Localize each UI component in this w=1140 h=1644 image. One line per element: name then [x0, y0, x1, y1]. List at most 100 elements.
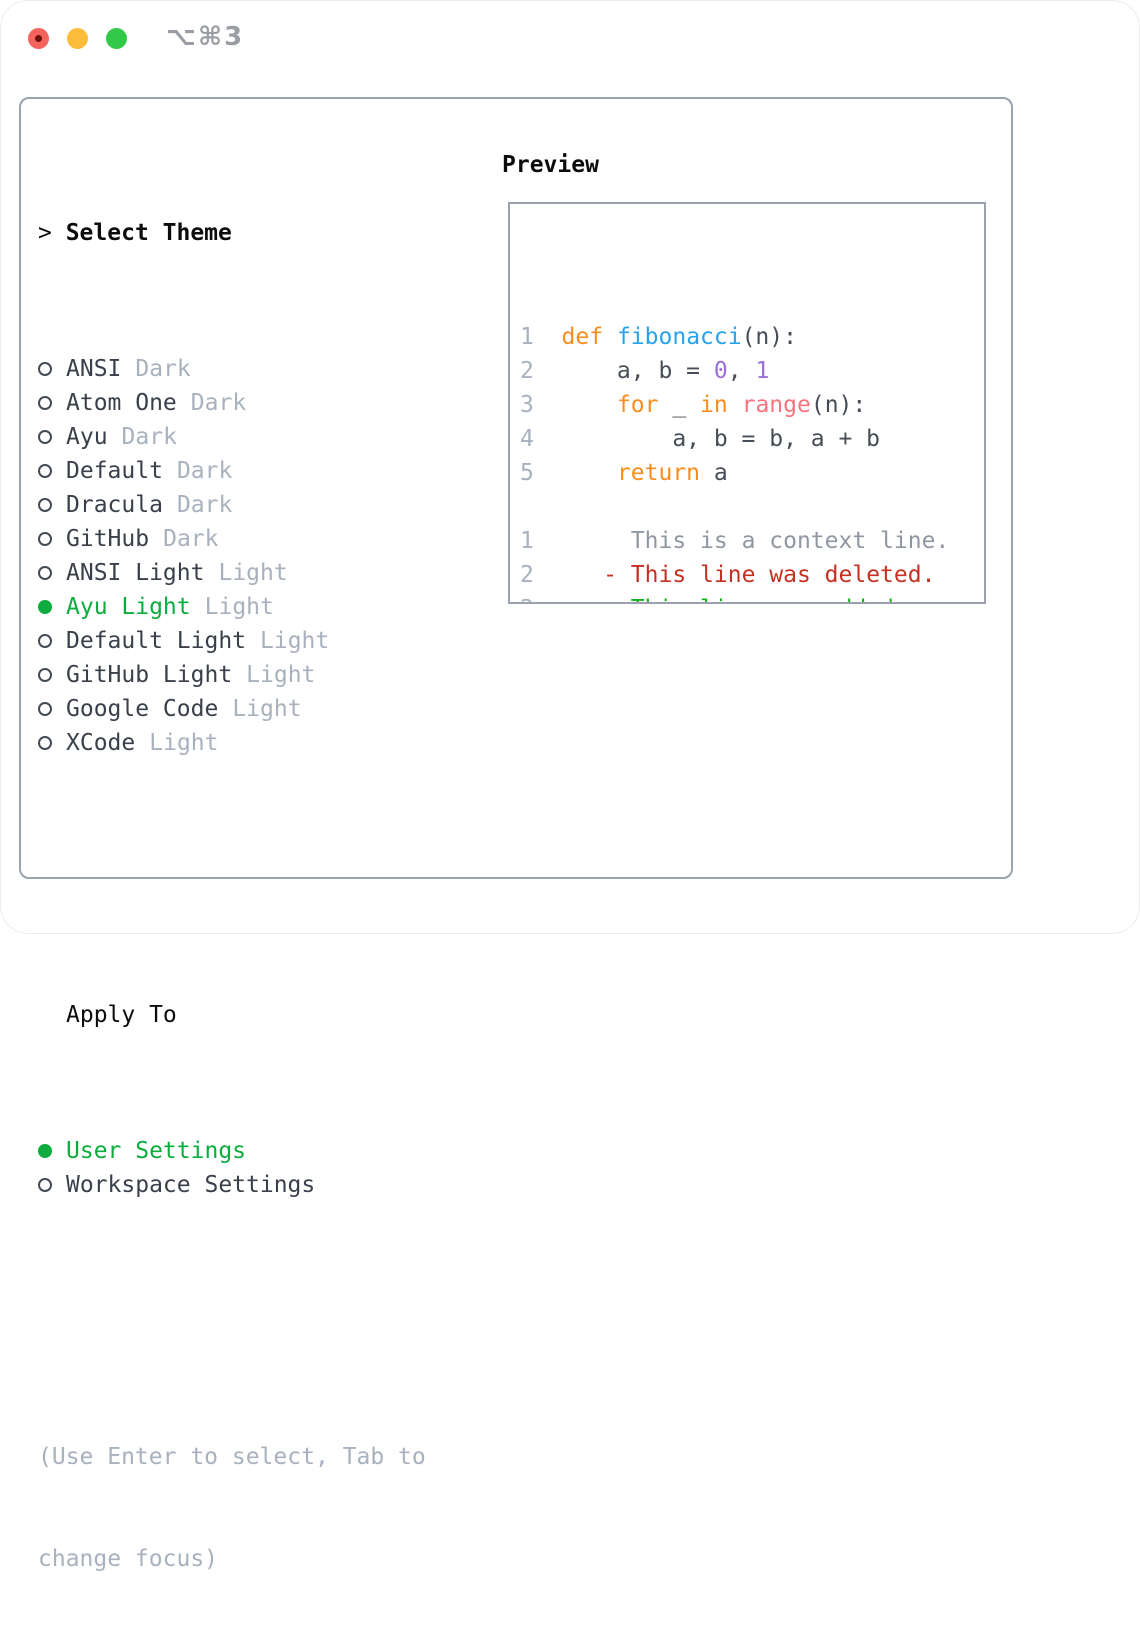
focus-caret-icon: > — [38, 220, 66, 246]
theme-option-atom-one[interactable]: Atom One Dark — [38, 386, 488, 420]
option-label: Workspace Settings — [66, 1172, 316, 1198]
option-variant-label: Dark — [163, 526, 219, 552]
line-number: 3 — [520, 392, 562, 418]
option-label: ANSI — [66, 356, 122, 382]
option-label: Default — [66, 458, 163, 484]
apply-to-header: Apply To — [66, 1002, 177, 1028]
window-title: ⌥⌘3 — [166, 22, 245, 52]
code-segment-added: + This line was added. — [534, 596, 908, 602]
option-variant-label: Light — [246, 662, 316, 688]
spacer — [520, 490, 984, 524]
option-variant-label: Light — [149, 730, 219, 756]
help-text-line-2: change focus) — [38, 1546, 219, 1572]
code-line: 2 a, b = 0, 1 — [520, 354, 984, 388]
line-number: 2 — [520, 596, 534, 602]
code-segment-keyword: in — [700, 392, 728, 418]
option-label: Google Code — [66, 696, 219, 722]
theme-option-default[interactable]: Default Dark — [38, 454, 488, 488]
option-variant-label: Dark — [176, 492, 233, 518]
line-number: 4 — [520, 426, 562, 452]
apply-option-workspace-settings[interactable]: Workspace Settings — [38, 1168, 488, 1202]
radio-unselected-icon — [38, 566, 52, 580]
option-label: ANSI Light — [66, 560, 205, 586]
radio-unselected-icon — [38, 464, 52, 478]
code-segment-keyword: return — [616, 460, 701, 486]
code-segment-plain: _ — [658, 392, 701, 418]
code-segment-deleted: - This line was deleted. — [533, 562, 936, 588]
close-button[interactable] — [28, 28, 49, 49]
radio-unselected-icon — [38, 532, 52, 546]
code-segment-plain: , — [727, 358, 756, 384]
option-variant-label: Dark — [176, 458, 233, 484]
line-number: 1 — [520, 528, 534, 554]
minimize-button[interactable] — [67, 28, 88, 49]
option-variant-label: Light — [260, 628, 330, 654]
theme-option-default-light[interactable]: Default Light Light — [38, 624, 488, 658]
option-label: Atom One — [66, 390, 177, 416]
code-segment-context: This is a context line. — [533, 528, 950, 554]
radio-selected-icon — [38, 600, 52, 614]
select-theme-title: Select Theme — [65, 220, 232, 246]
code-segment-plain: a, b = — [561, 358, 714, 384]
theme-option-xcode[interactable]: XCode Light — [38, 726, 488, 760]
radio-unselected-icon — [38, 396, 52, 410]
option-label: Ayu Light — [66, 594, 191, 620]
code-segment-plain: a — [700, 460, 728, 486]
theme-option-github-light[interactable]: GitHub Light Light — [38, 658, 488, 692]
radio-unselected-icon — [38, 634, 52, 648]
option-label: Default Light — [66, 628, 247, 654]
code-segment-function: fibonacci — [616, 324, 742, 350]
code-line: 4 a, b = b, a + b — [520, 422, 984, 456]
option-variant-label: Light — [204, 594, 274, 620]
code-segment-plain — [562, 460, 617, 486]
radio-unselected-icon — [38, 362, 52, 376]
code-segment-plain: (n): — [810, 392, 867, 418]
line-number: 5 — [520, 460, 562, 486]
spacer — [38, 1304, 488, 1338]
preview-title: Preview — [502, 152, 599, 178]
theme-option-ayu-light[interactable]: Ayu Light Light — [38, 590, 488, 624]
radio-unselected-icon — [38, 702, 52, 716]
option-label: User Settings — [66, 1138, 247, 1164]
radio-unselected-icon — [38, 498, 52, 512]
radio-selected-icon — [38, 1144, 52, 1158]
help-text-line-1: (Use Enter to select, Tab to — [38, 1444, 426, 1470]
code-segment-plain — [562, 392, 617, 418]
option-label: XCode — [66, 730, 136, 756]
theme-option-github[interactable]: GitHub Dark — [38, 522, 488, 556]
option-label: GitHub — [66, 526, 150, 552]
code-line: 1 This is a context line. — [520, 524, 984, 558]
code-segment-keyword: for — [616, 392, 659, 418]
apply-option-user-settings[interactable]: User Settings — [38, 1134, 488, 1168]
option-variant-label: Dark — [190, 390, 247, 416]
spacer — [38, 862, 488, 896]
code-segment-builtin: range — [741, 392, 811, 418]
radio-unselected-icon — [38, 430, 52, 444]
code-line: 1 def fibonacci(n): — [520, 320, 984, 354]
radio-unselected-icon — [38, 668, 52, 682]
zoom-button[interactable] — [106, 28, 127, 49]
titlebar: ⌥⌘3 — [0, 0, 1140, 97]
select-theme-header: > Select Theme — [38, 216, 488, 250]
code-line: 3 for _ in range(n): — [520, 388, 984, 422]
radio-unselected-icon — [38, 736, 52, 750]
code-line: 5 return a — [520, 456, 984, 490]
radio-unselected-icon — [38, 1178, 52, 1192]
code-segment-number: 1 — [755, 358, 770, 384]
code-segment-plain — [603, 324, 617, 350]
option-label: Ayu — [66, 424, 108, 450]
code-segment-plain: a, b = b, a + b — [561, 426, 881, 452]
code-segment-keyword: def — [561, 324, 604, 350]
option-label: GitHub Light — [66, 662, 233, 688]
code-segment-plain — [728, 392, 742, 418]
